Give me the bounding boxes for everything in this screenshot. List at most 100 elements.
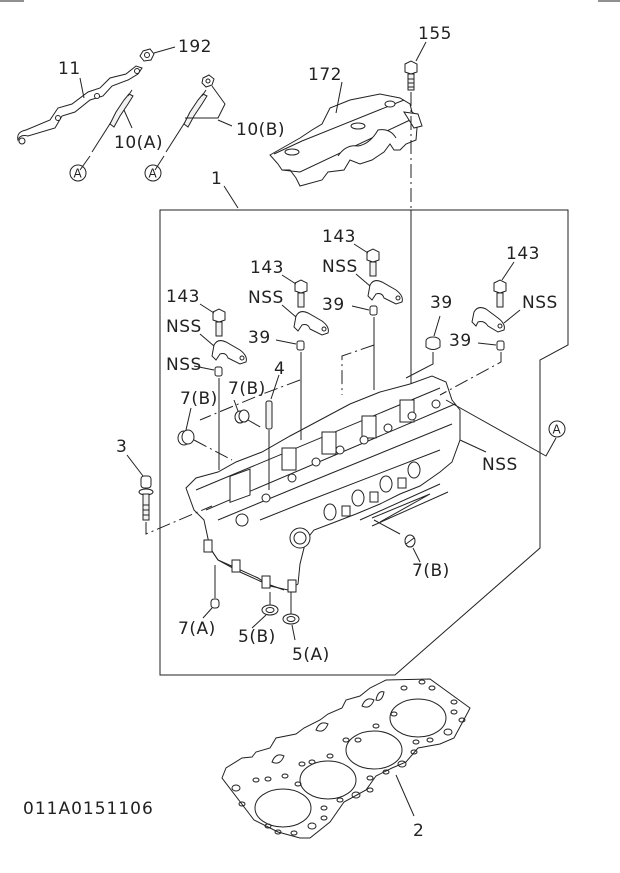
- callout-11: 11: [58, 59, 81, 79]
- callout-143-c: 143: [322, 227, 356, 247]
- bearing-cap-b-part[interactable]: [293, 311, 329, 336]
- assembly-line-7b-left: [247, 419, 263, 429]
- ref-marker-a-3-label: A: [553, 423, 562, 437]
- leader-39-b: [275, 339, 297, 345]
- callout-7c: 7(A): [178, 619, 216, 639]
- dowel-39-d-part[interactable]: [496, 340, 505, 351]
- bolt-3-part[interactable]: [138, 475, 154, 521]
- callout-1: 1: [211, 169, 222, 189]
- dowel-39-a-part[interactable]: [214, 366, 223, 377]
- callout-5a: 5(A): [292, 645, 330, 665]
- callout-2: 2: [413, 821, 424, 841]
- leader-10b-2: [217, 119, 233, 127]
- callout-7b-lower: 7(B): [412, 561, 450, 581]
- leader-5b: [251, 614, 267, 629]
- head-gasket-2-part[interactable]: [221, 678, 471, 839]
- stud-4-part[interactable]: [265, 400, 273, 430]
- leader-10a: [123, 109, 133, 129]
- leader-nss-d: [503, 309, 521, 324]
- callout-7b-left: 7(B): [228, 379, 266, 399]
- assembly-line-7a: [193, 439, 233, 461]
- callout-143-a: 143: [166, 287, 200, 307]
- leader-155: [415, 41, 427, 62]
- leader-3: [126, 454, 144, 477]
- leader-7a: [185, 407, 192, 431]
- glow-plug-a-part[interactable]: [91, 89, 134, 153]
- leader-143-a: [199, 303, 215, 314]
- callout-7a: 7(B): [180, 389, 218, 409]
- cylinder-head-part[interactable]: [185, 375, 461, 593]
- ref-marker-a-1-label: A: [74, 167, 83, 181]
- ref-marker-a-3: [548, 420, 566, 438]
- plug-7b-lower-part[interactable]: [404, 534, 416, 548]
- leader-nss-c: [355, 273, 371, 287]
- leader-39-d: [477, 342, 497, 346]
- assembly-line-7b-lower: [373, 519, 401, 535]
- callout-nss-c: NSS: [322, 257, 358, 277]
- leader-143-d: [501, 261, 515, 281]
- callout-143-b: 143: [250, 258, 284, 278]
- plug-7b-upper-part[interactable]: [425, 336, 441, 350]
- callout-39-a: NSS: [166, 355, 202, 375]
- leader-4: [270, 374, 280, 400]
- leader-143-c: [353, 243, 369, 254]
- ref-marker-a-2-label: A: [149, 167, 158, 181]
- plug-7c-part[interactable]: [210, 598, 220, 609]
- plug-7b-left-part[interactable]: [234, 409, 250, 424]
- ref-marker-a-1: [69, 164, 87, 182]
- cylinder-head-cover-172-part[interactable]: [269, 93, 423, 187]
- leader-refA3: [445, 399, 557, 457]
- callout-nss-d: NSS: [522, 293, 558, 313]
- leader-143-b: [281, 274, 297, 285]
- assembly-frame: [159, 209, 569, 676]
- callout-10a: 10(A): [114, 133, 163, 153]
- leader-192: [153, 46, 176, 54]
- assembly-line-d: [439, 352, 502, 396]
- bolt-143-d-part[interactable]: [493, 279, 507, 308]
- leader-nss-e: [459, 439, 487, 453]
- dowel-39-c-part[interactable]: [369, 305, 378, 316]
- leader-39-a: [193, 365, 215, 371]
- ref-marker-a-2: [144, 164, 162, 182]
- callout-nss-a: NSS: [166, 317, 202, 337]
- dowel-39-b-part[interactable]: [296, 340, 305, 351]
- leader-11: [79, 77, 85, 99]
- callout-143-d: 143: [506, 244, 540, 264]
- bolt-143-a-part[interactable]: [212, 308, 226, 337]
- assembly-line-3: [145, 505, 213, 535]
- glow-plug-connector-part[interactable]: [17, 65, 143, 145]
- leader-2: [395, 774, 415, 817]
- assembly-line-7b-lower-2: [371, 493, 431, 523]
- figure-code: 011A0151106: [23, 799, 154, 819]
- bolt-143-c-part[interactable]: [366, 248, 380, 277]
- nut-192-part[interactable]: [139, 48, 155, 62]
- leader-nss-b: [281, 304, 297, 318]
- leader-7b-lower: [412, 547, 421, 563]
- bearing-cap-a-part[interactable]: [211, 340, 247, 365]
- leader-172: [335, 81, 343, 114]
- callout-39-c: 39: [322, 295, 345, 315]
- callout-nss-b: NSS: [248, 288, 284, 308]
- bolt-143-b-part[interactable]: [294, 279, 308, 308]
- bolt-155-part[interactable]: [404, 60, 418, 91]
- bearing-cap-d-part[interactable]: [471, 307, 505, 333]
- leader-39-c: [351, 305, 370, 311]
- leader-5a: [291, 624, 296, 641]
- callout-39-b: 39: [248, 328, 271, 348]
- seal-5b-part[interactable]: [261, 604, 279, 616]
- seal-5a-part[interactable]: [282, 613, 300, 625]
- assembly-line-e: [341, 344, 375, 395]
- assembly-line-7b-upper: [405, 352, 434, 379]
- leader-10b: [185, 85, 226, 119]
- leader-nss-a: [199, 333, 215, 347]
- callout-39-d: 39: [449, 331, 472, 351]
- plug-7a-part[interactable]: [177, 429, 195, 446]
- callout-4: 4: [274, 359, 285, 379]
- leader-refA1: [79, 155, 91, 171]
- callout-172: 172: [308, 65, 342, 85]
- glow-plug-b-part[interactable]: [165, 74, 215, 153]
- bearing-cap-c-part[interactable]: [367, 280, 403, 305]
- callout-3: 3: [116, 437, 127, 457]
- callout-10b: 10(B): [236, 120, 285, 140]
